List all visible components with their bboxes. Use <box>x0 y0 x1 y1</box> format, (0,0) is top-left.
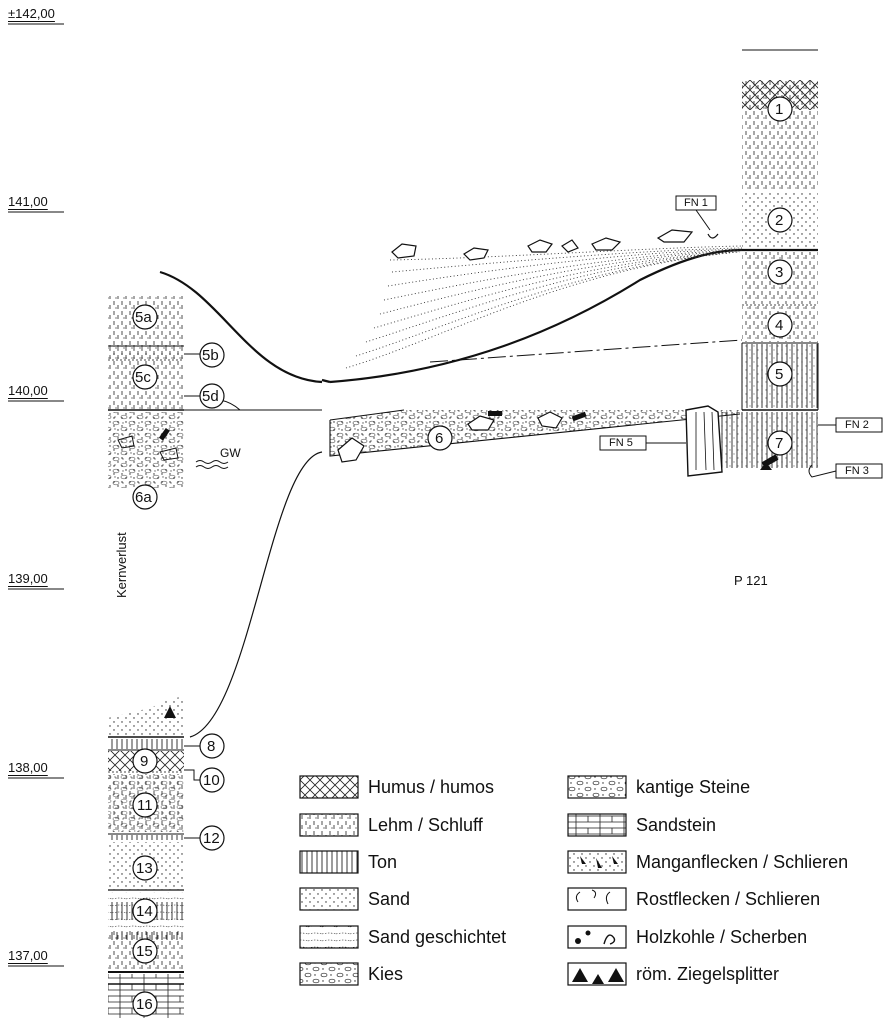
legend-item: Sand geschichtet <box>368 927 507 947</box>
elevation-label-140: 140,00 <box>8 383 48 398</box>
stones-top <box>391 229 719 261</box>
layer-label: 8 <box>207 738 216 755</box>
layer-label: 5d <box>202 388 219 405</box>
elevation-label-142: ±142,00 <box>8 6 55 21</box>
legend-item: Rostflecken / Schlieren <box>636 889 821 909</box>
legend-item: Ton <box>368 852 398 872</box>
layer-label: 13 <box>136 860 153 877</box>
legend-item: Sandstein <box>636 815 717 835</box>
find-label-fn1: FN 1 <box>684 197 708 209</box>
right-profile <box>685 80 819 477</box>
layer-label: 12 <box>203 830 220 847</box>
layer-label: 2 <box>775 212 784 229</box>
layer-label: 16 <box>136 996 153 1013</box>
layer-label: 7 <box>775 435 784 452</box>
layer-label: 1 <box>775 101 784 118</box>
layer-label: 9 <box>140 753 149 770</box>
legend-item: Sand <box>368 889 411 909</box>
legend-item: Kies <box>368 964 404 984</box>
layer-label: 10 <box>203 772 220 789</box>
layer-6-wedge <box>329 409 741 463</box>
layer-label: 14 <box>136 903 153 920</box>
legend-item: kantige Steine <box>636 777 751 797</box>
layer-circles <box>132 96 793 1017</box>
legend-item: röm. Ziegelsplitter <box>636 964 780 984</box>
elevation-label-139: 139,00 <box>8 571 48 586</box>
layer-label: 6 <box>435 430 444 447</box>
legend-item: Lehm / Schluff <box>368 815 483 835</box>
layer-label: 6a <box>135 489 152 506</box>
legend-swatches <box>299 775 627 986</box>
layer-label: 3 <box>775 264 784 281</box>
profile-label: P 121 <box>734 573 768 588</box>
legend-item: Humus / humos <box>368 777 495 797</box>
sand-layers <box>345 245 743 369</box>
center-section <box>159 248 818 738</box>
layer-label: 5 <box>775 366 784 383</box>
left-core-upper <box>108 296 184 488</box>
groundwater-label: GW <box>220 446 241 460</box>
legend-item: Manganflecken / Schlieren <box>636 852 849 872</box>
legend-item: Holzkohle / Scherben <box>636 927 808 947</box>
elevation-label-141: 141,00 <box>8 194 48 209</box>
layer-label: 15 <box>136 943 153 960</box>
layer-label: 5a <box>135 309 152 326</box>
find-label-fn2: FN 2 <box>845 419 869 431</box>
find-label-fn3: FN 3 <box>845 465 869 477</box>
layer-label: 4 <box>775 317 784 334</box>
find-label-fn5: FN 5 <box>609 437 633 449</box>
kernverlust-label: Kernverlust <box>114 532 129 598</box>
elevation-label-137: 137,00 <box>8 948 48 963</box>
elevation-label-138: 138,00 <box>8 760 48 775</box>
layer-label: 11 <box>137 797 153 814</box>
layer-label: 5c <box>135 369 151 386</box>
layer-label: 5b <box>202 347 219 364</box>
